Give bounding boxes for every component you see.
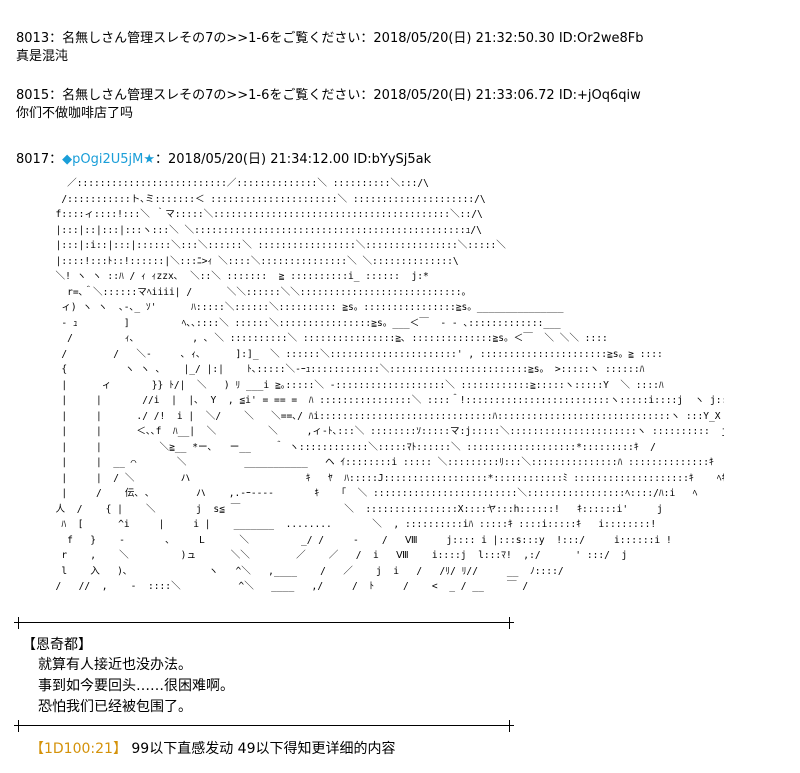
poster-id[interactable]: ID:+jOq6qiw [558, 88, 641, 103]
divider-line [16, 622, 512, 623]
dialogue-line: 恐怕我们已经被包围了。 [38, 699, 192, 715]
divider-bottom [14, 720, 514, 732]
divider-top [14, 617, 514, 629]
post-8013: 8013：名無しさん管理スレその7の>>1-6をご覧ください：2018/05/2… [16, 30, 644, 66]
post-number[interactable]: 8013 [16, 31, 50, 46]
poster-name: 名無しさん管理スレその7の>>1-6をご覧ください [62, 88, 361, 103]
post-header: 8017：◆pOgi2U5jM★：2018/05/20(日) 21:34:12.… [16, 151, 431, 169]
cross-marker [14, 617, 23, 629]
cross-marker [14, 720, 23, 732]
post-number[interactable]: 8017 [16, 152, 50, 167]
post-header: 8013：名無しさん管理スレその7の>>1-6をご覧ください：2018/05/2… [16, 30, 644, 48]
poster-id[interactable]: ID:bYySj5ak [353, 152, 432, 167]
post-separator: ： [49, 88, 63, 103]
post-separator: ： [49, 31, 63, 46]
dice-roll: 【1D100:21】 99以下直感发动 49以下得知更详细的内容 [30, 739, 395, 759]
post-number[interactable]: 8015 [16, 88, 50, 103]
post-separator: ： [49, 152, 63, 167]
cross-marker [505, 720, 514, 732]
star-icon: ★ [143, 152, 155, 167]
dice-description: 99以下直感发动 49以下得知更详细的内容 [126, 741, 396, 757]
post-body: 真是混沌 [16, 49, 69, 64]
poster-name-link[interactable]: ◆pOgi2U5jM [62, 152, 144, 167]
divider-line [16, 725, 512, 726]
cross-marker [505, 617, 514, 629]
post-header: 8015：名無しさん管理スレその7の>>1-6をご覧ください：2018/05/2… [16, 87, 641, 105]
post-date: ：2018/05/20(日) 21:32:50.30 [360, 31, 555, 46]
post-body: 你们不做咖啡店了吗 [16, 106, 134, 121]
poster-id[interactable]: ID:Or2we8Fb [558, 31, 644, 46]
dialogue-line: 就算有人接近也没办法。 [38, 657, 192, 673]
speaker-name: 【恩奇都】 [22, 637, 92, 653]
post-8015: 8015：名無しさん管理スレその7の>>1-6をご覧ください：2018/05/2… [16, 87, 641, 123]
dice-result: 【1D100:21】 [30, 741, 127, 757]
poster-name: 名無しさん管理スレその7の>>1-6をご覧ください [62, 31, 361, 46]
dialogue-line: 事到如今要回头……很困难啊。 [38, 678, 234, 694]
post-date: ：2018/05/20(日) 21:33:06.72 [360, 88, 555, 103]
post-8017: 8017：◆pOgi2U5jM★：2018/05/20(日) 21:34:12.… [16, 151, 431, 169]
ascii-art: ／::::::::::::::::::::::::::／::::::::::::… [55, 178, 724, 592]
post-date: ：2018/05/20(日) 21:34:12.00 [155, 152, 350, 167]
dialogue: 就算有人接近也没办法。 事到如今要回头……很困难啊。 恐怕我们已经被包围了。 [38, 655, 234, 718]
